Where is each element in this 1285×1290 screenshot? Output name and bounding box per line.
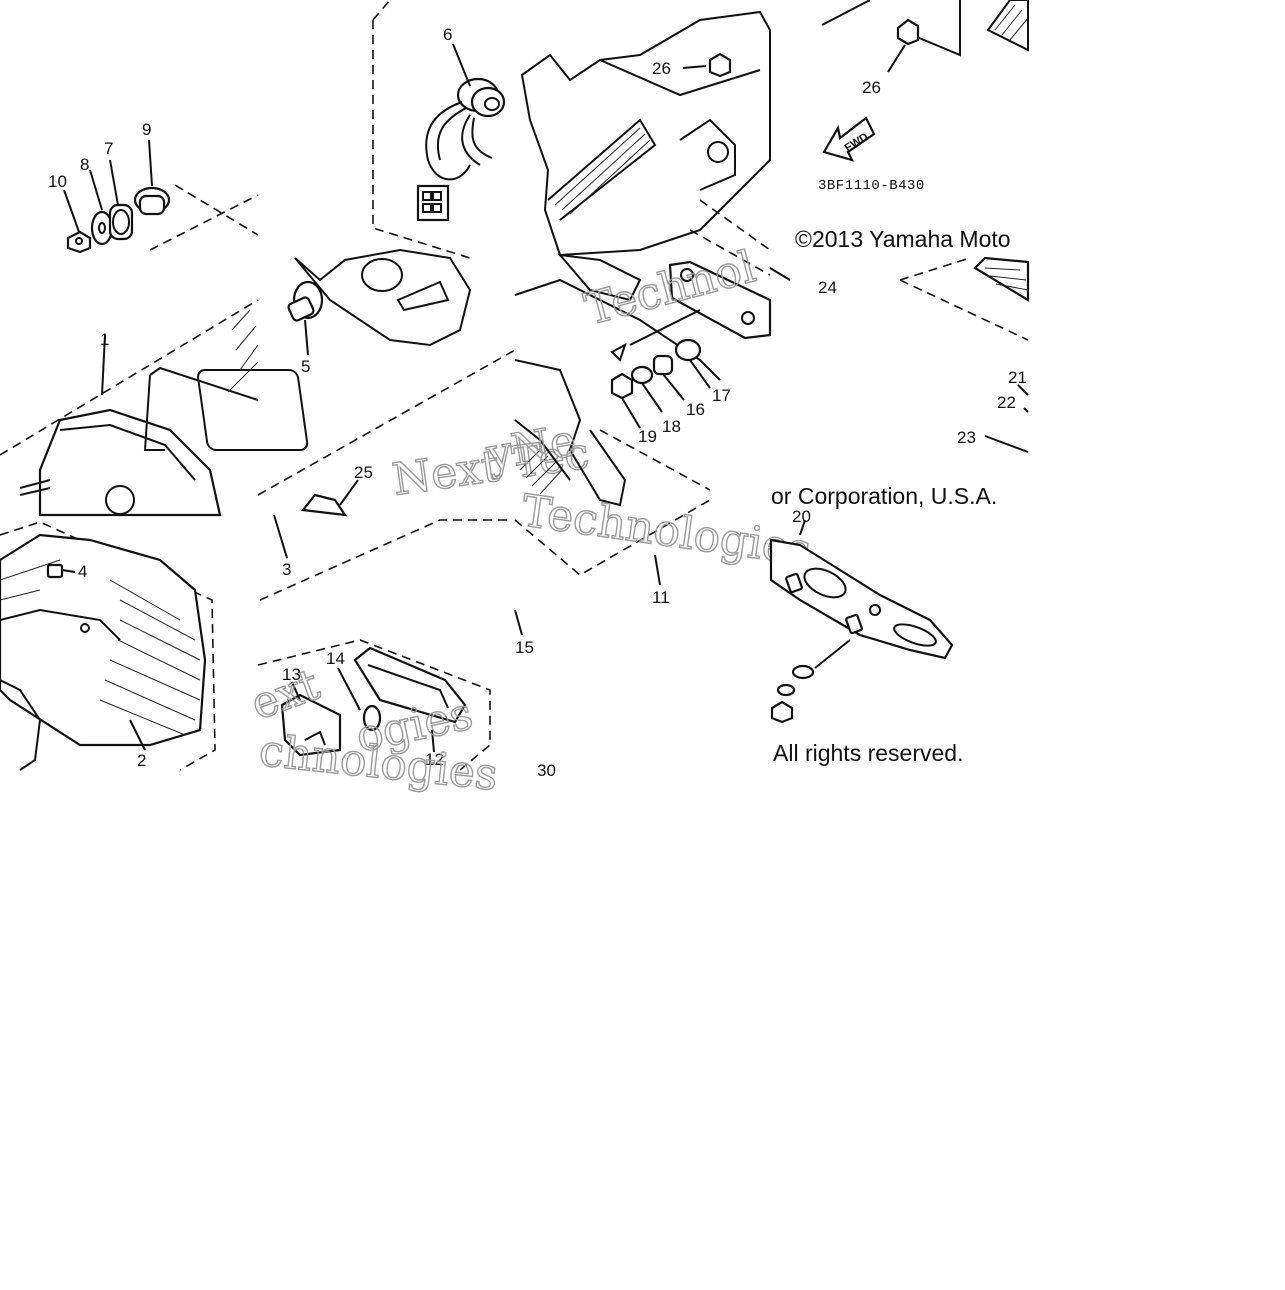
callout-8: 8 <box>80 155 89 174</box>
panel-plate-bracket: 20 <box>769 507 954 724</box>
watermark-technologies: Technologies <box>518 485 813 576</box>
part-socket-13 <box>280 693 342 757</box>
panel-taillight-lens: 4 2 <box>0 521 216 771</box>
part-nut-26-top <box>708 52 732 78</box>
part-washer-18 <box>630 365 654 385</box>
callout-19: 19 <box>638 427 657 446</box>
callout-22: 22 <box>997 393 1016 412</box>
part-plate-20 <box>769 538 954 660</box>
callout-12: 12 <box>425 750 444 769</box>
part-nut-26-right <box>896 18 920 46</box>
callout-3: 3 <box>282 560 291 579</box>
fwd-arrow-icon: FWD <box>822 116 876 162</box>
callout-16: 16 <box>686 400 705 419</box>
callout-17: 17 <box>712 386 731 405</box>
callout-14: 14 <box>326 649 345 668</box>
panel-fwd-indicator: 26 FWD 3BF1110-B430 <box>818 0 1029 194</box>
part-collar-9 <box>133 186 171 216</box>
callout-9: 9 <box>142 120 151 139</box>
diagram-code: 3BF1110-B430 <box>818 178 925 194</box>
copyright-line-1: ©2013 Yamaha Moto <box>795 226 1011 252</box>
panel-reflector: 21 22 23 <box>899 256 1030 453</box>
part-lens-2 <box>0 533 207 771</box>
part-bracket-24 <box>668 260 772 340</box>
callout-13: 13 <box>282 665 301 684</box>
panel-license-bracket: 19 18 16 17 24 Technol yNe <box>481 241 837 507</box>
callout-4: 4 <box>78 562 87 581</box>
callout-25: 25 <box>354 463 373 482</box>
part-nut-10 <box>66 230 92 254</box>
panel-wiring-socket: 6 <box>372 0 506 259</box>
part-nut-19 <box>610 372 634 400</box>
panel-taillight-housing: 1 <box>0 299 309 517</box>
part-bolt-17 <box>674 338 702 362</box>
callout-21: 21 <box>1008 368 1027 387</box>
copyright-line-3: All rights reserved. <box>773 740 963 766</box>
part-grommet-7 <box>108 203 134 241</box>
part-light-housing-12 <box>353 646 467 724</box>
callout-23: 23 <box>957 428 976 447</box>
part-reflector-21 <box>973 256 1030 302</box>
part-bulb-5 <box>287 280 324 322</box>
part-grommet-8 <box>90 210 114 246</box>
callout-11: 11 <box>652 588 670 607</box>
callout-10: 10 <box>48 172 67 191</box>
callout-6: 6 <box>443 25 452 44</box>
part-spacer-16 <box>652 354 674 376</box>
copyright-line-2: or Corporation, U.S.A. <box>771 483 997 509</box>
callout-26-top: 26 <box>652 59 671 78</box>
callout-1: 1 <box>100 330 109 349</box>
part-housing-1 <box>19 366 309 517</box>
panel-top-left: 10 8 7 9 <box>48 120 259 254</box>
callout-18: 18 <box>662 417 681 436</box>
callout-30: 30 <box>537 761 556 780</box>
part-lens-25 <box>300 493 348 517</box>
callout-5: 5 <box>301 357 310 376</box>
callout-26-right: 26 <box>862 78 881 97</box>
callout-15: 15 <box>515 638 534 657</box>
part-bulb-14 <box>362 704 382 732</box>
part-socket-6 <box>416 77 506 222</box>
callout-2: 2 <box>137 751 146 770</box>
callout-7: 7 <box>104 139 113 158</box>
panel-rear-frame: 26 <box>520 10 771 276</box>
callout-20: 20 <box>792 507 811 526</box>
callout-24: 24 <box>818 278 837 297</box>
